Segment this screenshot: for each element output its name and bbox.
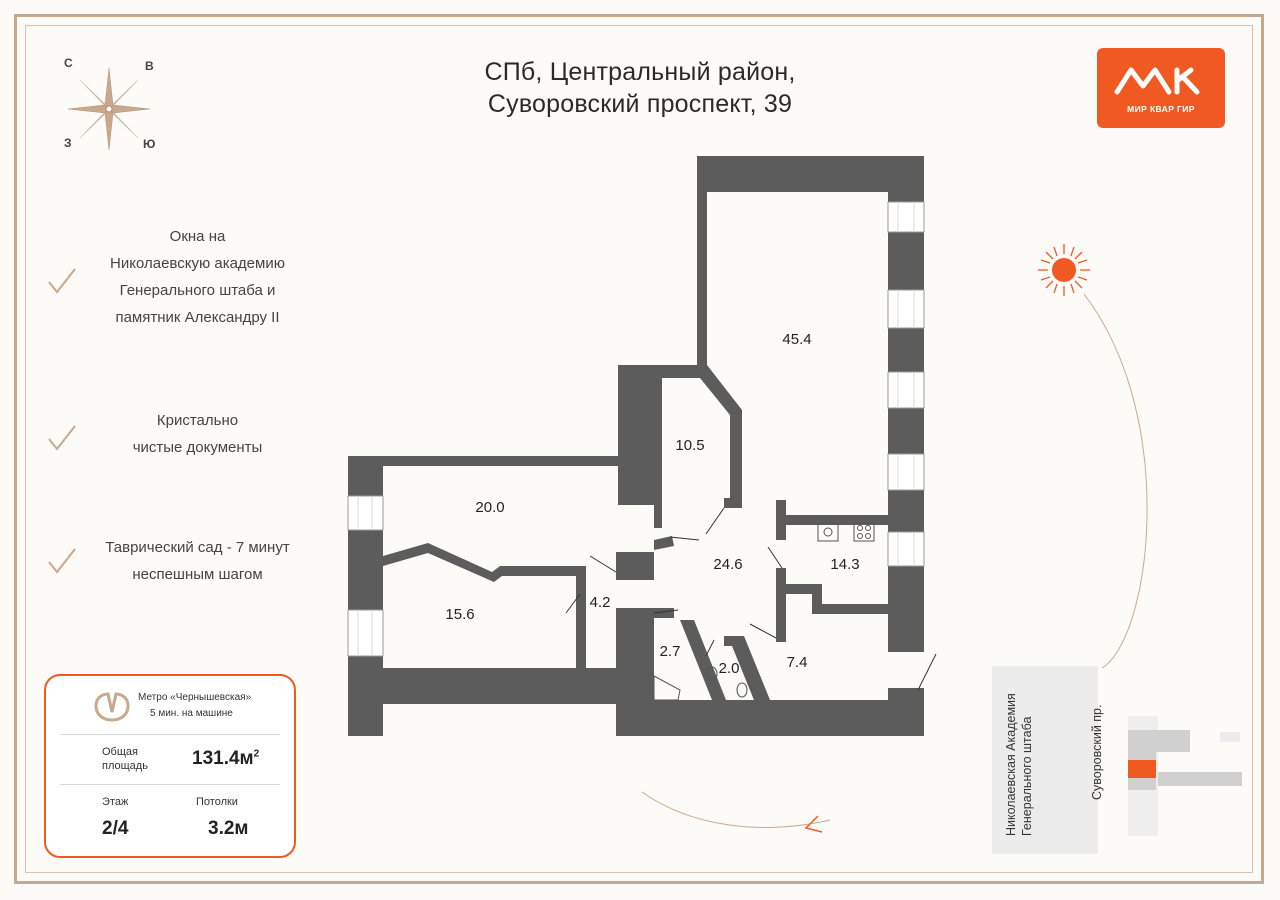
feature-windows-line: памятник Александру II — [115, 309, 280, 326]
feature-garden: Таврический сад - 7 минут неспешным шаго… — [60, 534, 335, 588]
area-value-number: 131.4м — [192, 748, 254, 769]
compass-west-label: З — [64, 136, 72, 150]
check-icon — [48, 425, 76, 451]
feature-documents: Кристально чистые документы — [60, 407, 335, 461]
stove-burner-icon — [857, 525, 863, 531]
target-building-marker — [1128, 760, 1156, 778]
address-line-1: СПб, Центральный район, — [484, 58, 796, 86]
stove-icon — [853, 522, 875, 542]
inner-frame — [25, 25, 1253, 873]
room-area-2-7: 2.7 — [660, 643, 681, 660]
room-area-20-0: 20.0 — [475, 499, 504, 516]
room-area-7-4: 7.4 — [787, 654, 808, 671]
location-map — [992, 666, 1242, 854]
sink-bowl-icon — [823, 527, 833, 537]
check-icon — [48, 548, 76, 574]
doors — [565, 507, 937, 691]
room-area-4-2: 4.2 — [590, 594, 611, 611]
room-area-2-0: 2.0 — [719, 660, 740, 677]
compass-rose-icon — [67, 67, 151, 151]
stove-burner-icon — [857, 533, 863, 539]
info-card: Метро «Чернышевская» 5 мин. на машине Об… — [44, 674, 296, 858]
brand-logo: МИР КВАР ГИР — [1097, 48, 1225, 128]
area-label-1: Общая — [102, 746, 138, 758]
ceiling-value: 3.2м — [208, 818, 249, 839]
window-mullions — [357, 202, 915, 656]
outer-frame — [14, 14, 1264, 884]
address-line-2: Суворовский проспект, 39 — [487, 90, 793, 118]
map-label-avenue: Суворовский пр. — [1090, 704, 1104, 800]
compass-south-label: Ю — [143, 137, 156, 151]
area-label-2: площадь — [102, 760, 148, 772]
metro-name: Метро «Чернышевская» — [138, 692, 252, 703]
room-area-10-5: 10.5 — [675, 437, 704, 454]
windows — [347, 201, 925, 657]
floor-value: 2/4 — [102, 818, 129, 839]
compass-north-label: С — [64, 56, 73, 70]
sink-icon — [817, 522, 839, 542]
toilet-icon — [736, 682, 748, 698]
feature-windows-line: Николаевскую академию — [110, 255, 285, 272]
room-area-24-6: 24.6 — [713, 556, 742, 573]
walls — [348, 156, 924, 736]
feature-windows: Окна на Николаевскую академию Генерально… — [60, 223, 335, 331]
feature-garden-line: неспешным шагом — [132, 566, 263, 583]
academy-building — [992, 666, 1098, 854]
feature-documents-line: Кристально — [156, 412, 239, 429]
feature-garden-line: Таврический сад - 7 минут — [105, 539, 290, 556]
map-building — [1158, 772, 1242, 786]
sun-path-arc — [1083, 293, 1148, 669]
feature-windows-line: Генерального штаба и — [119, 282, 276, 299]
fixtures — [653, 522, 875, 701]
sun-icon — [1038, 244, 1090, 296]
check-icon — [48, 268, 76, 294]
floor-label: Этаж — [102, 796, 129, 808]
metro-time: 5 мин. на машине — [150, 708, 233, 719]
toilet-icon — [706, 666, 718, 682]
brand-logo-text: МИР КВАР ГИР — [1127, 104, 1195, 114]
area-value: 131.4м2 — [192, 748, 259, 770]
feature-windows-line: Окна на — [169, 228, 226, 245]
bathtub-icon — [653, 675, 681, 701]
info-divider — [60, 734, 280, 735]
map-label-academy-1: Николаевская Академия — [1004, 693, 1018, 836]
stove-burner-icon — [865, 525, 871, 531]
moon-path-arc — [641, 791, 831, 828]
stove-burner-icon — [865, 533, 871, 539]
map-block — [1220, 732, 1240, 742]
direction-arrow-icon — [804, 815, 823, 833]
info-divider — [60, 784, 280, 785]
room-area-14-3: 14.3 — [830, 556, 859, 573]
area-value-unit-sup: 2 — [253, 748, 260, 760]
room-area-45-4: 45.4 — [782, 331, 811, 348]
metro-icon — [94, 692, 130, 722]
brand-logo-icon — [1114, 67, 1200, 95]
map-label-academy-2: Генерального штаба — [1020, 716, 1034, 836]
feature-documents-line: чистые документы — [132, 439, 263, 456]
ceiling-label: Потолки — [196, 796, 238, 808]
room-area-15-6: 15.6 — [445, 606, 474, 623]
compass-east-label: В — [145, 59, 154, 73]
